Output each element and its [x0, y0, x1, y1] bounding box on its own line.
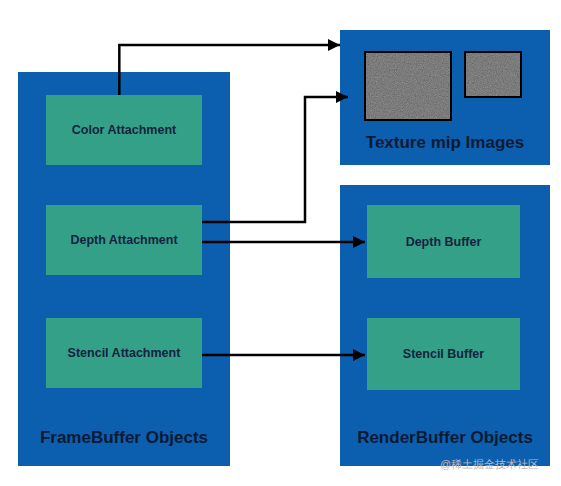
arrow-connector	[202, 97, 348, 222]
group-heading: FrameBuffer Objects	[18, 428, 230, 448]
attachment-box: Depth Attachment	[46, 205, 202, 275]
buffer-box: Depth Buffer	[367, 205, 520, 278]
texture-image	[365, 52, 451, 120]
box-label: Depth Attachment	[70, 233, 177, 247]
buffer-box: Stencil Buffer	[367, 318, 520, 390]
box-label: Stencil Attachment	[68, 346, 181, 360]
box-label: Stencil Buffer	[403, 347, 484, 361]
arrow-connector	[202, 354, 365, 357]
arrow-connector	[119, 45, 340, 95]
texture-box: Texture mip Images	[340, 30, 550, 165]
arrow-connector	[202, 241, 365, 244]
watermark: @稀土掘金技术社区	[440, 457, 539, 472]
texture-image	[465, 52, 521, 97]
framebuffer-box: FrameBuffer Objects Color AttachmentDepth…	[18, 72, 230, 466]
texture-image	[365, 52, 451, 120]
box-label: Color Attachment	[72, 123, 176, 137]
attachment-box: Color Attachment	[46, 95, 202, 165]
texture-image	[465, 52, 521, 97]
group-heading: Texture mip Images	[340, 133, 550, 153]
box-label: Depth Buffer	[406, 235, 482, 249]
attachment-box: Stencil Attachment	[46, 318, 202, 388]
group-heading: RenderBuffer Objects	[340, 428, 550, 448]
renderbuffer-box: RenderBuffer Objects Depth BufferStencil …	[340, 185, 550, 466]
